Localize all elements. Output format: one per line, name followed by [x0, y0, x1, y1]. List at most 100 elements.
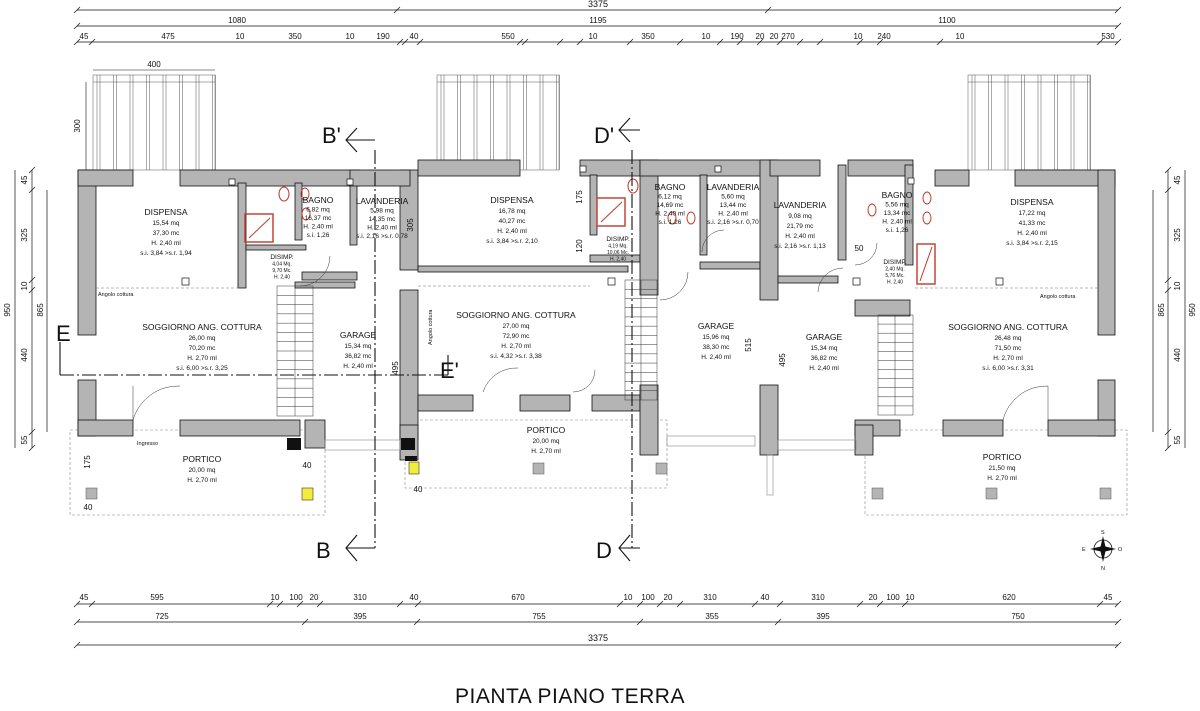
dim-175: 175 [575, 190, 584, 204]
dim-bottom-segment: 755 [532, 612, 546, 621]
room-data: 2,40 Mq. [885, 267, 904, 273]
dim-495b: 495 [778, 353, 787, 367]
room-data: 20,00 mq [188, 467, 215, 474]
dim-40b: 40 [303, 461, 312, 470]
label-ingresso: Ingresso [137, 441, 158, 447]
dim-top-subsegment: 45 [80, 32, 89, 41]
door-swings [132, 229, 1049, 421]
room-name: LAVANDERIA [356, 196, 409, 206]
dim-175b: 175 [83, 455, 92, 469]
room-data: H. 2,40 ml [785, 233, 815, 240]
dim-left-inner: 55 [20, 435, 29, 444]
dim-top-subsegment: 475 [161, 32, 175, 41]
dim-top-segment: 1100 [938, 16, 956, 25]
room-data: 16,78 mq [498, 208, 525, 215]
room-data: 15,54 mq [152, 220, 179, 227]
room-name: GARAGE [340, 330, 377, 340]
room-data: 5,56 mq [885, 202, 909, 209]
room-name: DISPENSA [491, 195, 534, 205]
room-name: PORTICO [983, 452, 1022, 462]
compass-n: N [1101, 566, 1105, 572]
room-data: H. 2,40 [610, 257, 626, 263]
room-name: DISPENSA [145, 207, 188, 217]
section-e-right: E' [440, 358, 459, 383]
room-data: H. 2,40 ml [497, 228, 527, 235]
gates [324, 435, 857, 496]
room-name: GARAGE [806, 332, 843, 342]
room-data: s.i. 6,00 >s.r. 3,25 [176, 365, 228, 372]
room-name: DISIMP. [883, 259, 907, 266]
room-data: H. 2,40 ml [303, 224, 333, 231]
dim-bottom-subsegment: 595 [150, 593, 164, 602]
room-data: H. 2,40 ml [343, 363, 373, 370]
room-name: DISIMP. [606, 236, 630, 243]
room-data: 4,04 Mq. [272, 262, 291, 268]
dim-top-subsegment: 240 [877, 32, 891, 41]
dim-right-outer: 950 [1188, 303, 1197, 317]
dim-bottom-subsegment: 100 [289, 593, 303, 602]
room-data: 38,30 mc [703, 344, 730, 351]
dim-bottom-subsegment: 310 [703, 593, 717, 602]
dim-bottom-segment: 750 [1011, 612, 1025, 621]
room-data: 5,98 mq [370, 208, 394, 215]
section-b-bottom: B [316, 538, 331, 563]
room-portico3: PORTICO 21,50 mq H. 2,70 ml [983, 452, 1022, 482]
compass-s: S [1101, 530, 1105, 536]
dim-bottom-subsegment: 10 [271, 593, 280, 602]
room-data: 14,35 mc [369, 216, 396, 223]
kitchen-lines [96, 285, 1098, 289]
top-dimension-chains [73, 6, 1122, 46]
dim-left-mid: 865 [36, 303, 45, 317]
room-data: H. 2,70 ml [987, 475, 1017, 482]
section-d-bottom: D [596, 538, 612, 563]
dim-top-subsegment: 190 [730, 32, 744, 41]
dim-bottom-segment: 355 [705, 612, 719, 621]
room-data: 13,44 mc [720, 202, 747, 209]
dim-bottom-subsegment: 20 [310, 593, 319, 602]
dim-495: 495 [391, 361, 400, 375]
room-data: s.i. 3,84 >s.r. 1,94 [140, 250, 192, 257]
room-data: H. 2,40 ml [882, 219, 912, 226]
room-data: s.i. 6,00 >s.r. 3,31 [982, 365, 1034, 372]
label-angolo-cottura-1: Angolo cottura [98, 292, 134, 298]
room-data: s.i. 1,26 [307, 232, 330, 239]
room-name: PORTICO [527, 425, 566, 435]
room-data: H. 2,40 ml [151, 240, 181, 247]
column-yellow-left [301, 487, 314, 501]
dim-bottom-segment: 395 [353, 612, 367, 621]
room-data: 9,70 Mc. [272, 268, 291, 274]
room-data: H. 2,40 [274, 275, 290, 281]
room-data: 15,34 mq [810, 345, 837, 352]
dim-left-inner: 10 [20, 281, 29, 290]
dim-left-inner: 325 [20, 228, 29, 242]
room-data: 26,48 mq [994, 335, 1021, 342]
room-data: H. 2,70 ml [501, 343, 531, 350]
dim-top-subsegment: 10 [346, 32, 355, 41]
dim-bottom-subsegment: 45 [1104, 593, 1113, 602]
section-b-top: B' [322, 123, 341, 148]
room-data: 10,06 Mc. [607, 250, 629, 256]
room-data: 21,50 mq [988, 465, 1015, 472]
room-name: BAGNO [882, 190, 913, 200]
room-data: s.i. 3,84 >s.r. 2,10 [486, 238, 538, 245]
room-data: 70,20 mc [189, 345, 216, 352]
section-d-top: D' [594, 123, 614, 148]
dim-bottom-segment: 725 [155, 612, 169, 621]
dim-400: 400 [147, 60, 161, 69]
dim-top-segment: 1195 [589, 16, 607, 25]
dim-515: 515 [744, 338, 753, 352]
room-name: SOGGIORNO ANG. COTTURA [142, 322, 262, 332]
dim-top-subsegment: 270 [781, 32, 795, 41]
wall-caps [287, 438, 417, 461]
room-name: SOGGIORNO ANG. COTTURA [456, 310, 576, 320]
side-dimension-chains [14, 166, 1186, 452]
dim-bottom-subsegment: 40 [761, 593, 770, 602]
